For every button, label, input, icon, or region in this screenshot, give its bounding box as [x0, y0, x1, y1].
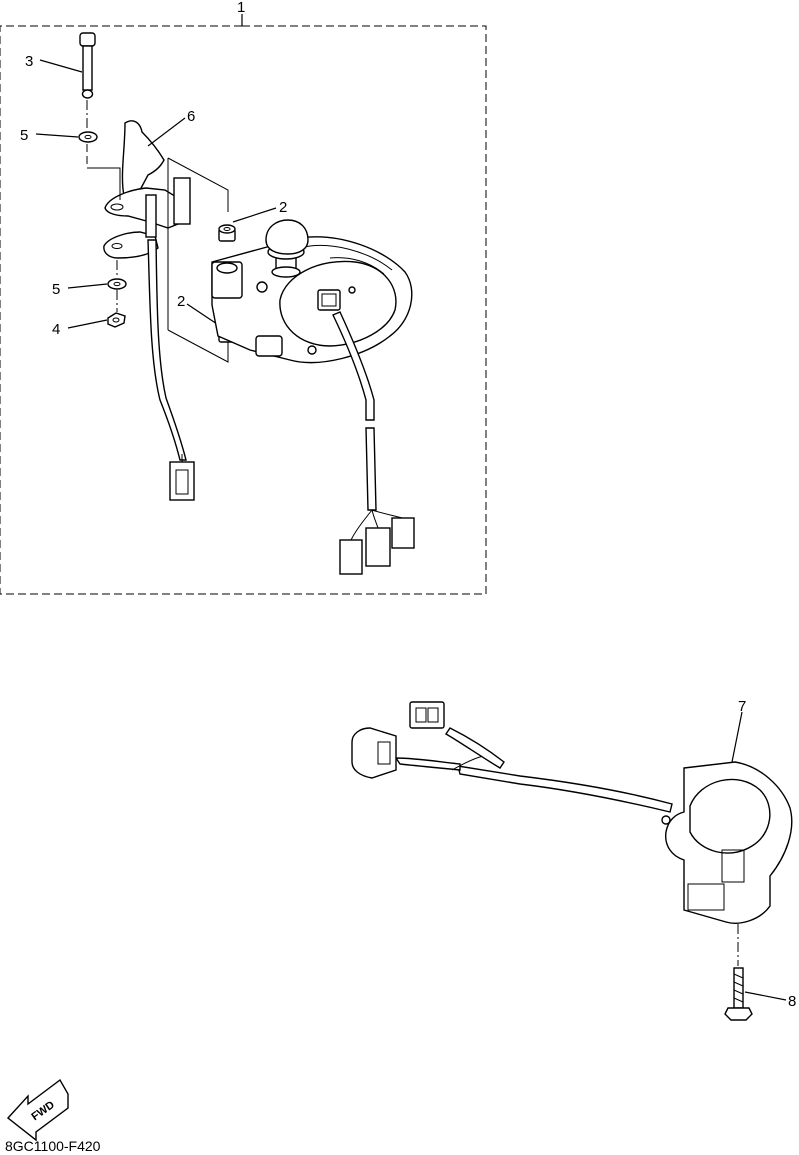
part-4-nut [67, 312, 126, 329]
callout-5-upper: 5 [20, 127, 28, 144]
part-2-grommet-upper [218, 207, 277, 242]
part-7-harness [351, 701, 673, 825]
callout-1: 1 [237, 0, 245, 16]
callout-3: 3 [25, 53, 33, 70]
callout-2-upper: 2 [279, 199, 287, 216]
callout-8: 8 [788, 993, 796, 1010]
callout-5-lower: 5 [52, 281, 60, 298]
assembly-group-box [0, 14, 487, 595]
callout-6: 6 [187, 108, 195, 125]
part-5-washer-upper [35, 131, 98, 143]
part-7-switch [665, 711, 793, 966]
part-5-washer-lower [67, 278, 127, 290]
alignment-lines [167, 157, 229, 363]
part-3-bolt [39, 32, 96, 128]
switch-housing-lead-wire [332, 311, 415, 575]
callout-4: 4 [52, 321, 60, 338]
part-8-screw [724, 967, 787, 1021]
forward-direction-arrow-icon: FWD [6, 1078, 69, 1142]
handlebar-switch-housing [211, 219, 413, 364]
part-6-lead-wire [147, 239, 195, 501]
part-6-lever [86, 117, 191, 312]
callout-7: 7 [738, 698, 746, 715]
diagram-code: 8GC1100-F420 [5, 1138, 101, 1154]
callout-2-lower: 2 [177, 293, 185, 310]
